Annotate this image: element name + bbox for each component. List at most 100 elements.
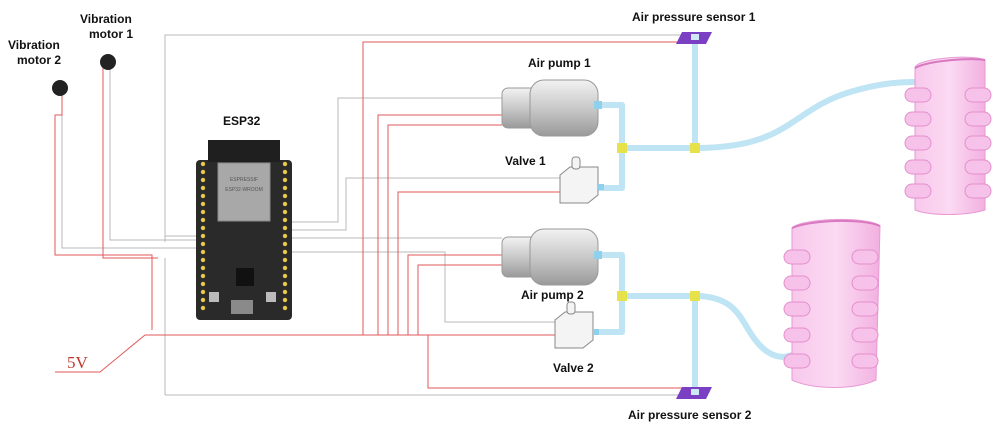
air-pump-1-body [529, 79, 599, 137]
air-pressure-sensor-2-label: Air pressure sensor 2 [628, 408, 752, 422]
vibration-motor-1-icon [100, 54, 116, 70]
air-pressure-sensor-1 [676, 32, 712, 44]
header-pin [282, 249, 288, 255]
esp32-chip [236, 268, 254, 286]
header-pin [282, 185, 288, 191]
header-pin [200, 225, 206, 231]
soft-actuator-1-chambers [904, 87, 992, 199]
esp32-right-header [282, 161, 288, 311]
joint-pump1-valve1 [617, 143, 627, 153]
wire-valve1-signal [290, 177, 560, 231]
vibration-motor-1 [100, 54, 116, 70]
air-pump-2-label: Air pump 2 [521, 288, 584, 302]
header-pin [282, 273, 288, 279]
tube-valve2 [595, 293, 625, 335]
chamber [783, 327, 811, 343]
tube-joints [617, 143, 700, 301]
chamber [904, 135, 932, 151]
wire-pump1-power-b [387, 124, 502, 335]
air-pump-1-label: Air pump 1 [528, 56, 591, 70]
header-pin [200, 281, 206, 287]
chamber [851, 301, 879, 317]
air-pump-1 [501, 79, 602, 137]
wire-motor1-gnd [109, 65, 200, 241]
valve-1-label: Valve 1 [505, 154, 546, 168]
header-pin [200, 209, 206, 215]
header-pin [282, 233, 288, 239]
header-pin [200, 193, 206, 199]
chamber [851, 327, 879, 343]
chamber [964, 159, 992, 175]
gray-wires [61, 34, 695, 396]
valve-2-label: Valve 2 [553, 361, 594, 375]
chamber [851, 353, 879, 369]
header-pin [200, 249, 206, 255]
header-pin [200, 289, 206, 295]
air-pump-2 [501, 228, 602, 286]
wire-pump2-power [407, 254, 502, 335]
chamber [783, 275, 811, 291]
chamber [904, 159, 932, 175]
chamber [904, 87, 932, 103]
header-pin [200, 257, 206, 263]
wire-motor2-gnd [61, 95, 200, 249]
joint-sensor1 [690, 143, 700, 153]
red-wires [54, 41, 695, 389]
tube-pump2 [595, 252, 698, 299]
header-pin [200, 305, 206, 311]
soft-actuator-1 [904, 56, 992, 215]
usb-port [231, 300, 253, 314]
chamber [783, 249, 811, 265]
wire-motor2-power [54, 95, 153, 330]
header-pin [282, 225, 288, 231]
header-pin [282, 265, 288, 271]
header-pin [282, 201, 288, 207]
valve-2-stem [566, 301, 576, 315]
chamber [783, 301, 811, 317]
valve-2 [554, 301, 599, 349]
header-pin [282, 257, 288, 263]
air-pump-1-nozzle [594, 101, 602, 109]
chamber [964, 87, 992, 103]
esp32-label: ESP32 [223, 114, 261, 128]
header-pin [282, 297, 288, 303]
valve-1-body [559, 166, 599, 204]
chamber [964, 111, 992, 127]
header-pin [282, 217, 288, 223]
valve-1-stem [571, 156, 581, 170]
vibration-motor-1-label-line2: motor 1 [89, 27, 133, 41]
wire-valve1-power [397, 191, 560, 335]
header-pin [282, 281, 288, 287]
esp32-board: ESPRESSIF ESP32-WROOM [196, 140, 292, 320]
wire-sensor1-signal [164, 34, 695, 242]
header-pin [282, 289, 288, 295]
air-pressure-sensor-2-port [691, 389, 699, 395]
joint-sensor2 [690, 291, 700, 301]
esp32-module-shield [217, 162, 271, 222]
esp32-module-text: ESP32-WROOM [225, 187, 263, 193]
header-pin [200, 169, 206, 175]
air-pump-2-body [529, 228, 599, 286]
tube-pump1 [595, 102, 698, 151]
wire-pump1-signal [290, 97, 502, 223]
soft-actuator-2-rim [791, 219, 881, 229]
header-pin [200, 201, 206, 207]
air-pump-2-nozzle [594, 251, 602, 259]
header-pin [282, 193, 288, 199]
chamber [783, 353, 811, 369]
air-pressure-sensor-2 [676, 387, 712, 399]
header-pin [200, 241, 206, 247]
boot-button [209, 292, 219, 302]
supply-5v-label: 5V [67, 353, 89, 372]
valve-1 [559, 156, 604, 204]
header-pin [200, 233, 206, 239]
header-pin [282, 241, 288, 247]
wire-pump1-power [377, 114, 502, 335]
header-pin [200, 273, 206, 279]
header-pin [282, 305, 288, 311]
wire-5v-rail [55, 334, 555, 373]
vibration-motor-2 [52, 80, 68, 96]
tube-valve1 [595, 145, 625, 191]
wire-motor1-power [102, 65, 158, 259]
